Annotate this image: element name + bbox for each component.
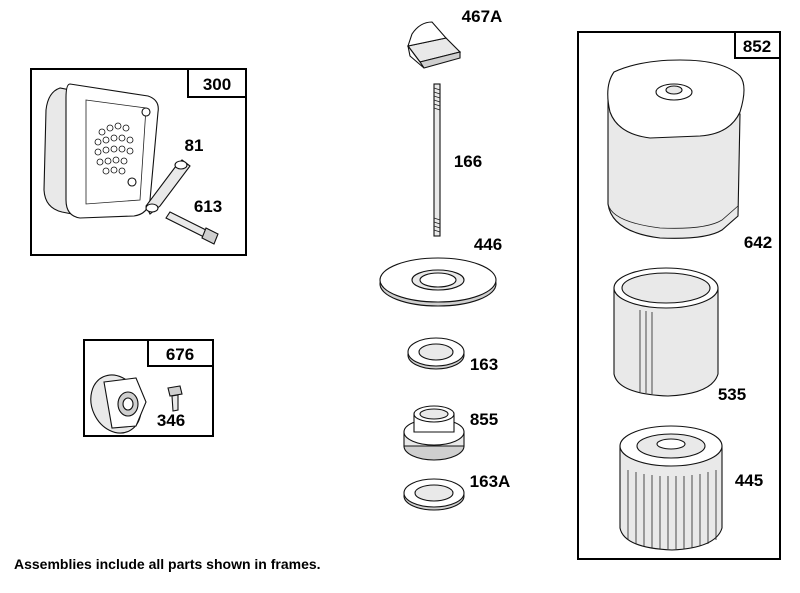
seal-part bbox=[407, 337, 465, 370]
part-81-label: 81 bbox=[185, 136, 204, 155]
part-445-label: 445 bbox=[735, 471, 763, 490]
muffler-guard-part bbox=[145, 159, 191, 215]
air-cleaner-cover-part bbox=[607, 59, 745, 239]
part-855-label: 855 bbox=[470, 410, 498, 429]
air-filter-cartridge-part bbox=[619, 425, 723, 551]
part-346-label: 346 bbox=[157, 411, 185, 430]
muffler-vent-holes bbox=[94, 122, 134, 175]
part-613-label: 613 bbox=[194, 197, 222, 216]
frame-300-tag bbox=[187, 68, 247, 98]
part-163A-label: 163A bbox=[470, 472, 511, 491]
frame-852-tag bbox=[734, 31, 781, 59]
frame-676-tag bbox=[147, 339, 214, 367]
spacer-part bbox=[403, 405, 465, 461]
frame-852-label: 852 bbox=[743, 37, 771, 56]
part-163-label: 163 bbox=[470, 355, 498, 374]
frame-300 bbox=[30, 68, 247, 256]
cover-plate-part bbox=[379, 257, 497, 307]
muffler-screw-part bbox=[165, 211, 219, 245]
part-467A-label: 467A bbox=[462, 7, 503, 26]
frame-300-label: 300 bbox=[203, 75, 231, 94]
stud-part bbox=[433, 83, 441, 237]
deflector-part bbox=[90, 374, 147, 434]
footnote: Assemblies include all parts shown in fr… bbox=[14, 556, 321, 572]
pre-cleaner-part bbox=[613, 267, 719, 397]
muffler-part bbox=[43, 83, 159, 219]
wing-nut-part bbox=[407, 21, 462, 69]
part-446-label: 446 bbox=[474, 235, 502, 254]
part-535-label: 535 bbox=[718, 385, 746, 404]
seal-a-part bbox=[403, 478, 465, 511]
part-642-label: 642 bbox=[744, 233, 772, 252]
frame-852 bbox=[577, 31, 781, 560]
frame-676-label: 676 bbox=[166, 345, 194, 364]
deflector-screw-part bbox=[167, 385, 183, 412]
part-166-label: 166 bbox=[454, 152, 482, 171]
